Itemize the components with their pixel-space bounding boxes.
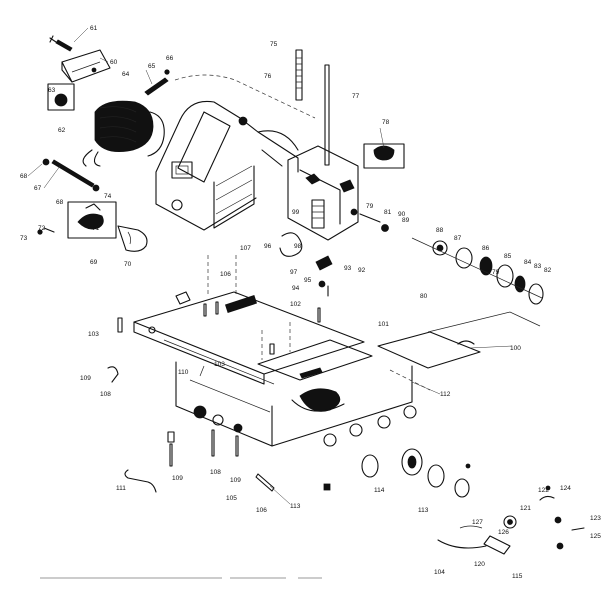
callout-60: 60 bbox=[110, 59, 118, 66]
callout-120: 120 bbox=[474, 561, 485, 568]
callout-80: 80 bbox=[420, 293, 428, 300]
callout-124: 124 bbox=[560, 485, 571, 492]
tie-rod bbox=[42, 158, 100, 192]
callout-102: 102 bbox=[290, 301, 301, 308]
callout-104: 104 bbox=[434, 569, 445, 576]
callout-110: 110 bbox=[178, 369, 189, 376]
callout-65: 65 bbox=[148, 63, 156, 70]
motor-bracket bbox=[49, 35, 111, 83]
callout-106b: 106 bbox=[256, 507, 267, 514]
callout-126: 126 bbox=[498, 529, 509, 536]
callout-109b: 109 bbox=[172, 475, 183, 482]
callout-86: 86 bbox=[482, 245, 490, 252]
callout-67: 67 bbox=[34, 185, 42, 192]
callout-79: 79 bbox=[366, 203, 374, 210]
callout-97: 97 bbox=[290, 269, 298, 276]
callout-labels: 61 60 64 65 66 63 62 68 67 68 74 72 73 7… bbox=[20, 25, 601, 580]
callout-121: 121 bbox=[520, 505, 531, 512]
callout-123: 123 bbox=[590, 515, 601, 522]
belt-spring bbox=[144, 69, 170, 96]
callout-62: 62 bbox=[58, 127, 66, 134]
callout-87: 87 bbox=[454, 235, 462, 242]
plate-screws bbox=[117, 301, 321, 355]
callout-61: 61 bbox=[90, 25, 98, 32]
callout-81: 81 bbox=[384, 209, 392, 216]
callout-66: 66 bbox=[166, 55, 174, 62]
callout-73: 73 bbox=[20, 235, 28, 242]
blade-tension-parts bbox=[279, 232, 333, 297]
callout-115: 115 bbox=[512, 573, 523, 580]
callout-68: 68 bbox=[20, 173, 28, 180]
callout-98: 98 bbox=[294, 243, 302, 250]
callout-109c: 109 bbox=[230, 477, 241, 484]
callout-69: 69 bbox=[90, 259, 98, 266]
callout-113b: 113 bbox=[418, 507, 429, 514]
callout-105: 105 bbox=[226, 495, 237, 502]
callout-106: 106 bbox=[220, 271, 231, 278]
callout-72: 72 bbox=[38, 225, 46, 232]
callout-63: 63 bbox=[48, 87, 56, 94]
leader-lines bbox=[27, 27, 513, 505]
callout-95: 95 bbox=[304, 277, 312, 284]
callout-94: 94 bbox=[292, 285, 300, 292]
callout-113: 113 bbox=[290, 503, 301, 510]
spindle-shaft bbox=[295, 49, 330, 166]
callout-107: 107 bbox=[240, 245, 251, 252]
switch-assembly bbox=[37, 201, 148, 252]
callout-79b: 79 bbox=[492, 269, 500, 276]
side-plate bbox=[377, 311, 541, 369]
callout-125: 125 bbox=[590, 533, 601, 540]
callout-96: 96 bbox=[264, 243, 272, 250]
callout-84: 84 bbox=[524, 259, 532, 266]
base-table-plate bbox=[133, 291, 373, 385]
callout-114: 114 bbox=[374, 487, 385, 494]
callout-92: 92 bbox=[358, 267, 366, 274]
upper-arm-head bbox=[287, 143, 405, 241]
callout-90: 90 bbox=[398, 211, 406, 218]
callout-68b: 68 bbox=[56, 199, 64, 206]
callout-127: 127 bbox=[472, 519, 483, 526]
callout-93: 93 bbox=[344, 265, 352, 272]
callout-122: 122 bbox=[538, 487, 549, 494]
callout-88: 88 bbox=[436, 227, 444, 234]
callout-103: 103 bbox=[88, 331, 99, 338]
callout-76: 76 bbox=[264, 73, 272, 80]
lower-bolts bbox=[107, 366, 331, 493]
callout-111: 111 bbox=[116, 485, 126, 492]
callout-71: 71 bbox=[92, 225, 100, 232]
callout-83: 83 bbox=[534, 263, 542, 270]
callout-82: 82 bbox=[544, 267, 552, 274]
gear-train bbox=[411, 237, 544, 305]
callout-109: 109 bbox=[80, 375, 91, 382]
callout-99: 99 bbox=[292, 209, 300, 216]
callout-75: 75 bbox=[270, 41, 278, 48]
callout-74: 74 bbox=[104, 193, 112, 200]
callout-85: 85 bbox=[504, 253, 512, 260]
callout-78: 78 bbox=[382, 119, 390, 126]
callout-101: 101 bbox=[378, 321, 389, 328]
callout-77: 77 bbox=[352, 93, 360, 100]
callout-108: 108 bbox=[100, 391, 111, 398]
callout-112: 112 bbox=[440, 391, 451, 398]
callout-70: 70 bbox=[124, 261, 132, 268]
callout-103b: 103 bbox=[214, 361, 225, 368]
lower-pulleys bbox=[361, 448, 471, 498]
lower-housing bbox=[175, 361, 431, 447]
callout-89: 89 bbox=[402, 217, 410, 224]
callout-64: 64 bbox=[122, 71, 130, 78]
callout-100: 100 bbox=[510, 345, 521, 352]
motor bbox=[47, 83, 165, 167]
callout-108b: 108 bbox=[210, 469, 221, 476]
small-hardware bbox=[437, 485, 585, 555]
saw-body-casting bbox=[155, 74, 316, 295]
